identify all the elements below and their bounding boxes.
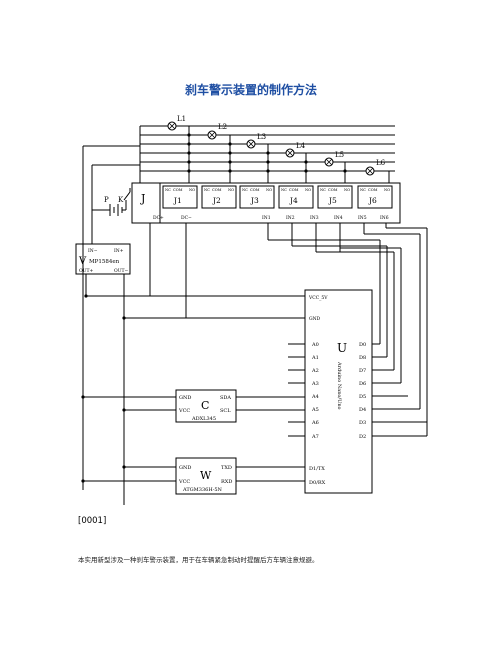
- wireless-rxd: RXD: [221, 479, 232, 485]
- relay-label-j2: J2: [212, 196, 221, 205]
- mcu-pin-d3: D3: [359, 420, 366, 426]
- paragraph-text: 本实用新型涉及一种刹车警示装置，用于在车辆紧急制动时提醒后方车辆注意规避。: [78, 556, 319, 564]
- relay-pin-label: NC: [320, 188, 326, 192]
- wireless-part: ATGM336H-5N: [182, 487, 223, 493]
- sensor-part: ADXL345: [191, 416, 216, 422]
- relay-input-label: IN2: [286, 215, 295, 221]
- relay-label-j4: J4: [289, 196, 298, 205]
- relay-pin-label: NO: [384, 188, 390, 192]
- relay-block-label: J: [140, 192, 145, 205]
- relay-pin-label: COM: [250, 188, 260, 192]
- regulator-out-minus: OUT−: [114, 268, 128, 274]
- relay-pin-label: COM: [328, 188, 338, 192]
- relay-pin-label: COM: [173, 188, 183, 192]
- regulator-out-plus: OUT+: [79, 268, 93, 274]
- mcu-pin-a0: A0: [311, 342, 319, 348]
- mcu-pin-a1: A1: [311, 355, 319, 361]
- mcu-pin-a5: A5: [311, 407, 319, 413]
- lamp-label-l3: L3: [257, 133, 266, 141]
- relay-input-label: DC−: [181, 215, 192, 221]
- relay-label-j6: J6: [368, 196, 377, 205]
- paragraph-number: [0001]: [78, 516, 107, 526]
- mcu-pin-d0: D0: [359, 342, 366, 348]
- sensor-scl: SCL: [220, 408, 231, 414]
- relay-pin-label: NC: [204, 188, 210, 192]
- lamp-label-l1: L1: [177, 115, 186, 123]
- relay-input-label: IN3: [310, 215, 319, 221]
- relay-pin-label: COM: [368, 188, 378, 192]
- mcu-pin-a6: A6: [311, 420, 319, 426]
- relay-pin-label: COM: [212, 188, 222, 192]
- sensor-vcc: VCC: [178, 408, 190, 414]
- mcu-pin-d8: D8: [359, 355, 366, 361]
- mcu-pin-a3: A3: [311, 381, 319, 387]
- mcu-pin-d6: D6: [359, 381, 366, 387]
- relay-input-label: IN5: [358, 215, 367, 221]
- lamp-label-l6: L6: [376, 159, 386, 167]
- lamp-label-l4: L4: [296, 142, 306, 150]
- wireless-gnd: GND: [179, 465, 191, 471]
- lamp-icon: [167, 121, 375, 176]
- mcu-pin-a4: A4: [311, 394, 319, 400]
- regulator-label: V: [78, 256, 87, 267]
- wireless-label: W: [200, 469, 212, 482]
- relay-pin-label: NO: [305, 188, 311, 192]
- relay-pin-label: NO: [228, 188, 234, 192]
- relay-label-j1: J1: [173, 196, 182, 205]
- switch-label-p: P: [104, 196, 109, 204]
- sensor-label: C: [201, 399, 209, 412]
- relay-label-j5: J5: [328, 196, 337, 205]
- relay-pin-label: NO: [344, 188, 350, 192]
- relay-input-label: IN6: [380, 215, 389, 221]
- regulator-in-plus: IN+: [114, 248, 124, 254]
- relay-pin-label: NC: [360, 188, 366, 192]
- mcu-pin-d5: D5: [359, 394, 366, 400]
- relay-pin-label: NO: [189, 188, 195, 192]
- mcu-gnd-label: GND: [309, 316, 321, 322]
- wireless-vcc: VCC: [178, 479, 190, 485]
- mcu-vcc-label: VCC_5V: [308, 295, 328, 301]
- mcu-pin-rx: D0/RX: [309, 480, 326, 486]
- relay-pin-label: NC: [165, 188, 171, 192]
- mcu-pin-d4: D4: [359, 407, 366, 413]
- switch-label-k: K: [118, 196, 124, 204]
- regulator-in-minus: IN−: [88, 248, 98, 254]
- relay-pin-label: COM: [289, 188, 299, 192]
- mcu-pin-d7: D7: [359, 368, 366, 374]
- relay-input-label: IN1: [262, 215, 271, 221]
- relay-input-label: IN4: [334, 215, 343, 221]
- relay-pin-label: NC: [281, 188, 287, 192]
- document-title: 刹车警示装置的制作方法: [184, 83, 317, 97]
- lamp-label-l2: L2: [218, 123, 227, 131]
- relay-label-j3: J3: [250, 196, 259, 205]
- wireless-txd: TXD: [221, 465, 232, 471]
- relay-pin-label: NO: [266, 188, 272, 192]
- relay-pin-label: NC: [242, 188, 248, 192]
- relay-input-label: DC+: [153, 215, 164, 221]
- mcu-label: U: [337, 341, 347, 355]
- lamp-label-l5: L5: [335, 151, 344, 159]
- mcu-name: Arduino Nano/Uno: [336, 361, 342, 410]
- sensor-sda: SDA: [220, 395, 231, 401]
- mcu-pin-a7: A7: [311, 434, 319, 440]
- mcu-pin-d2: D2: [359, 434, 366, 440]
- regulator-part: MP1584en: [89, 259, 120, 265]
- mcu-pin-tx: D1/TX: [309, 466, 325, 472]
- sensor-gnd: GND: [179, 395, 191, 401]
- mcu-pin-a2: A2: [311, 368, 319, 374]
